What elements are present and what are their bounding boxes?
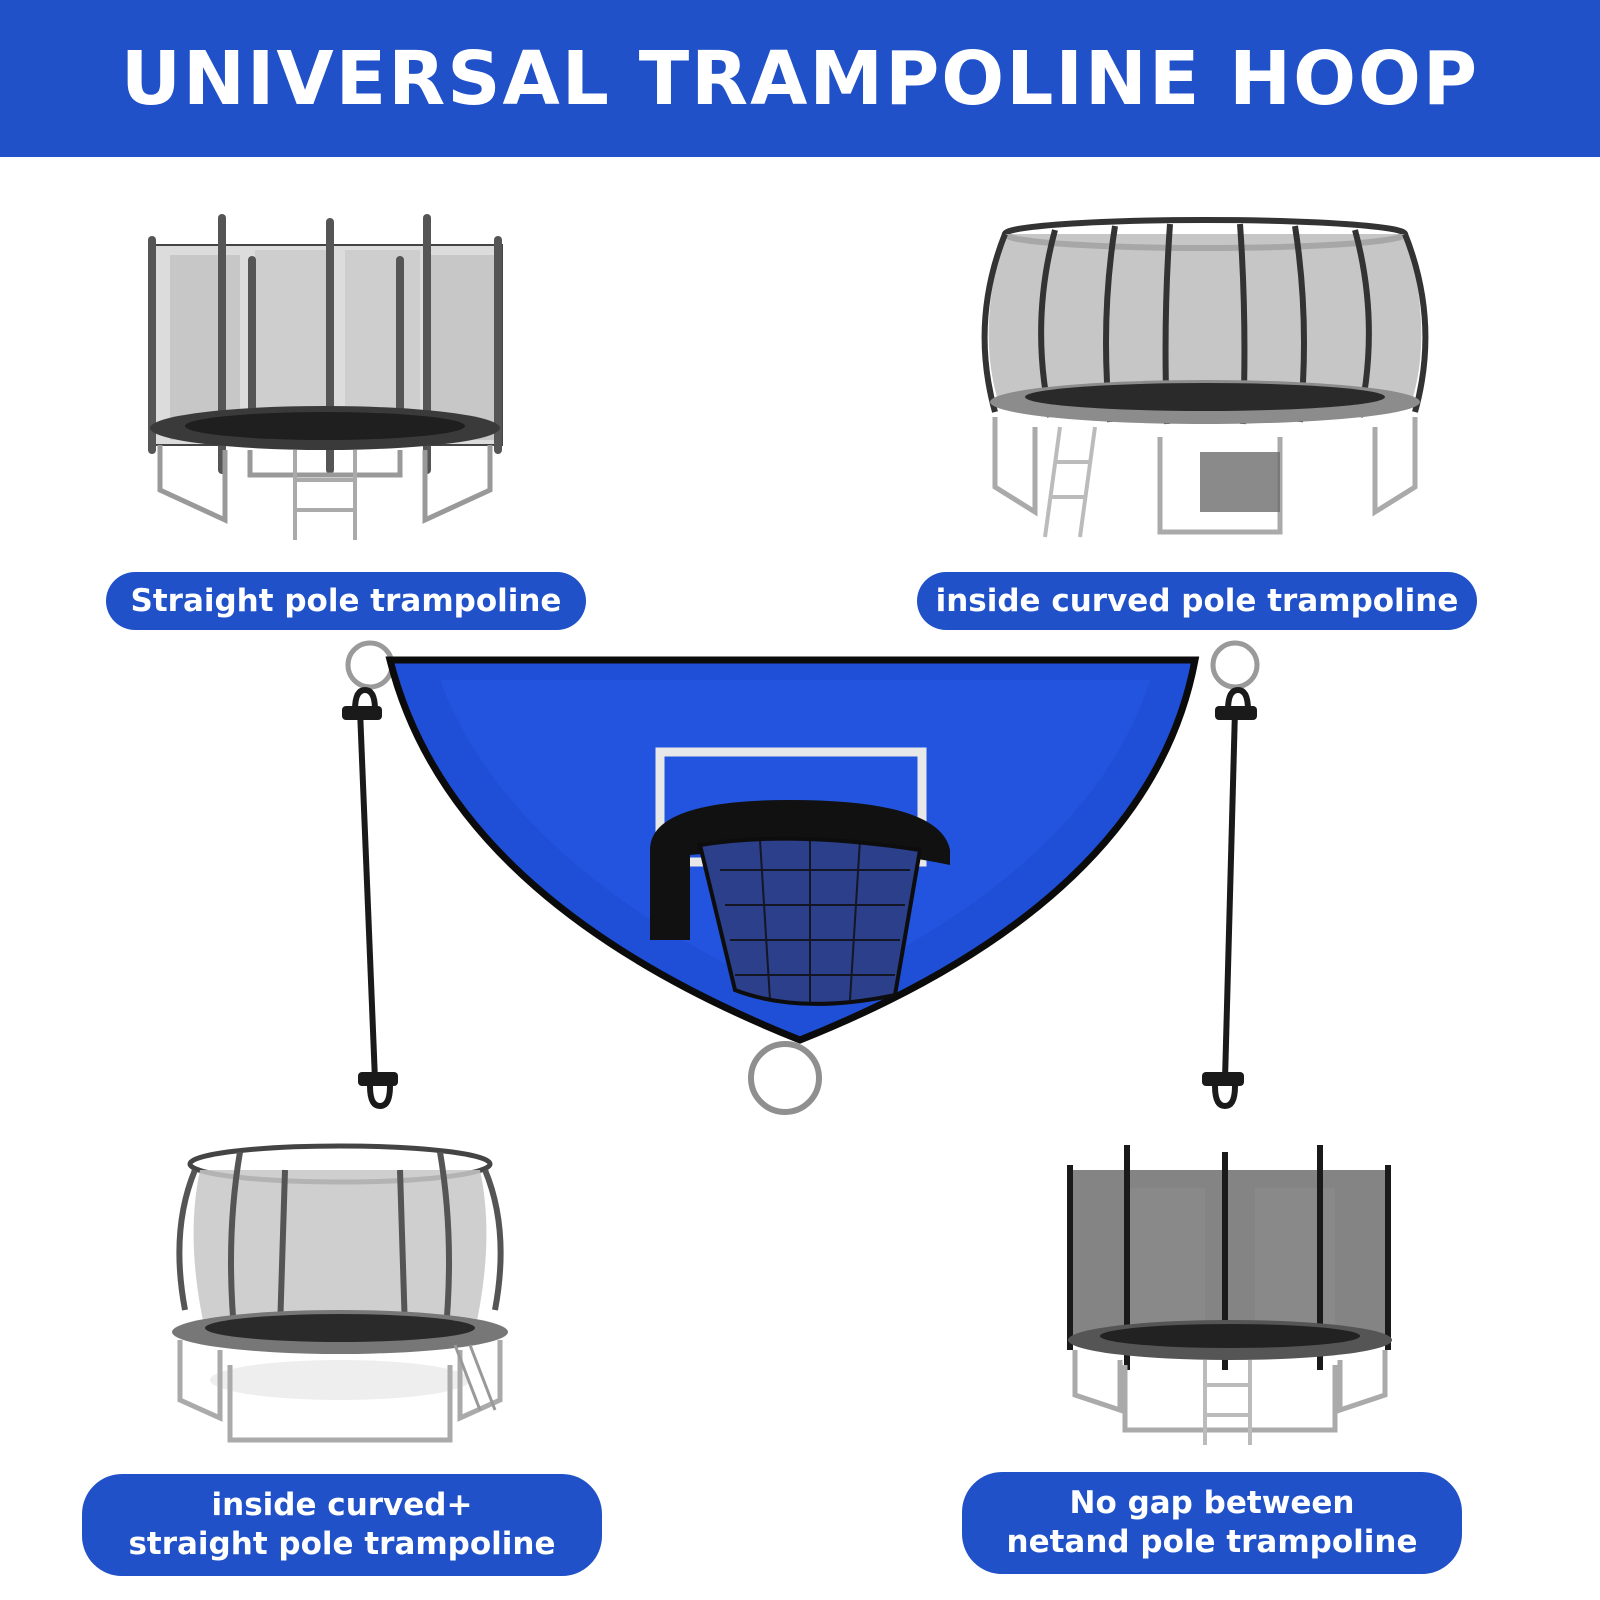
label-no-gap-line2: netand pole trampoline	[1006, 1524, 1418, 1560]
label-no-gap-line1: No gap between	[1069, 1485, 1355, 1522]
trampoline-curved-icon	[981, 217, 1429, 538]
label-straight-pole-text: Straight pole trampoline	[130, 582, 562, 619]
label-inside-curved-pole: inside curved pole trampoline	[917, 572, 1477, 630]
curved-straight-pole-trampoline-image	[165, 1140, 515, 1455]
label-no-gap: No gap between netand pole trampoline	[962, 1472, 1462, 1574]
label-curved-straight-pole: inside curved+ straight pole trampoline	[82, 1474, 602, 1576]
no-gap-trampoline-image	[1065, 1140, 1395, 1455]
basketball-hoop-icon	[342, 640, 1260, 1115]
label-straight-pole: Straight pole trampoline	[106, 572, 586, 630]
page-title: UNIVERSAL TRAMPOLINE HOOP	[120, 35, 1480, 122]
trampoline-mixed-icon	[172, 1143, 508, 1443]
basketball-hoop-image	[330, 640, 1270, 1140]
straight-pole-trampoline-image	[130, 200, 520, 550]
trampoline-no-gap-icon	[1067, 1145, 1392, 1445]
label-inside-curved-pole-text: inside curved pole trampoline	[935, 582, 1459, 619]
label-curved-straight-line1: inside curved+	[211, 1487, 473, 1524]
inside-curved-pole-trampoline-image	[975, 212, 1435, 547]
label-curved-straight-line2: straight pole trampoline	[128, 1526, 556, 1562]
trampoline-straight-icon	[148, 214, 503, 540]
header-banner: UNIVERSAL TRAMPOLINE HOOP	[0, 0, 1600, 157]
